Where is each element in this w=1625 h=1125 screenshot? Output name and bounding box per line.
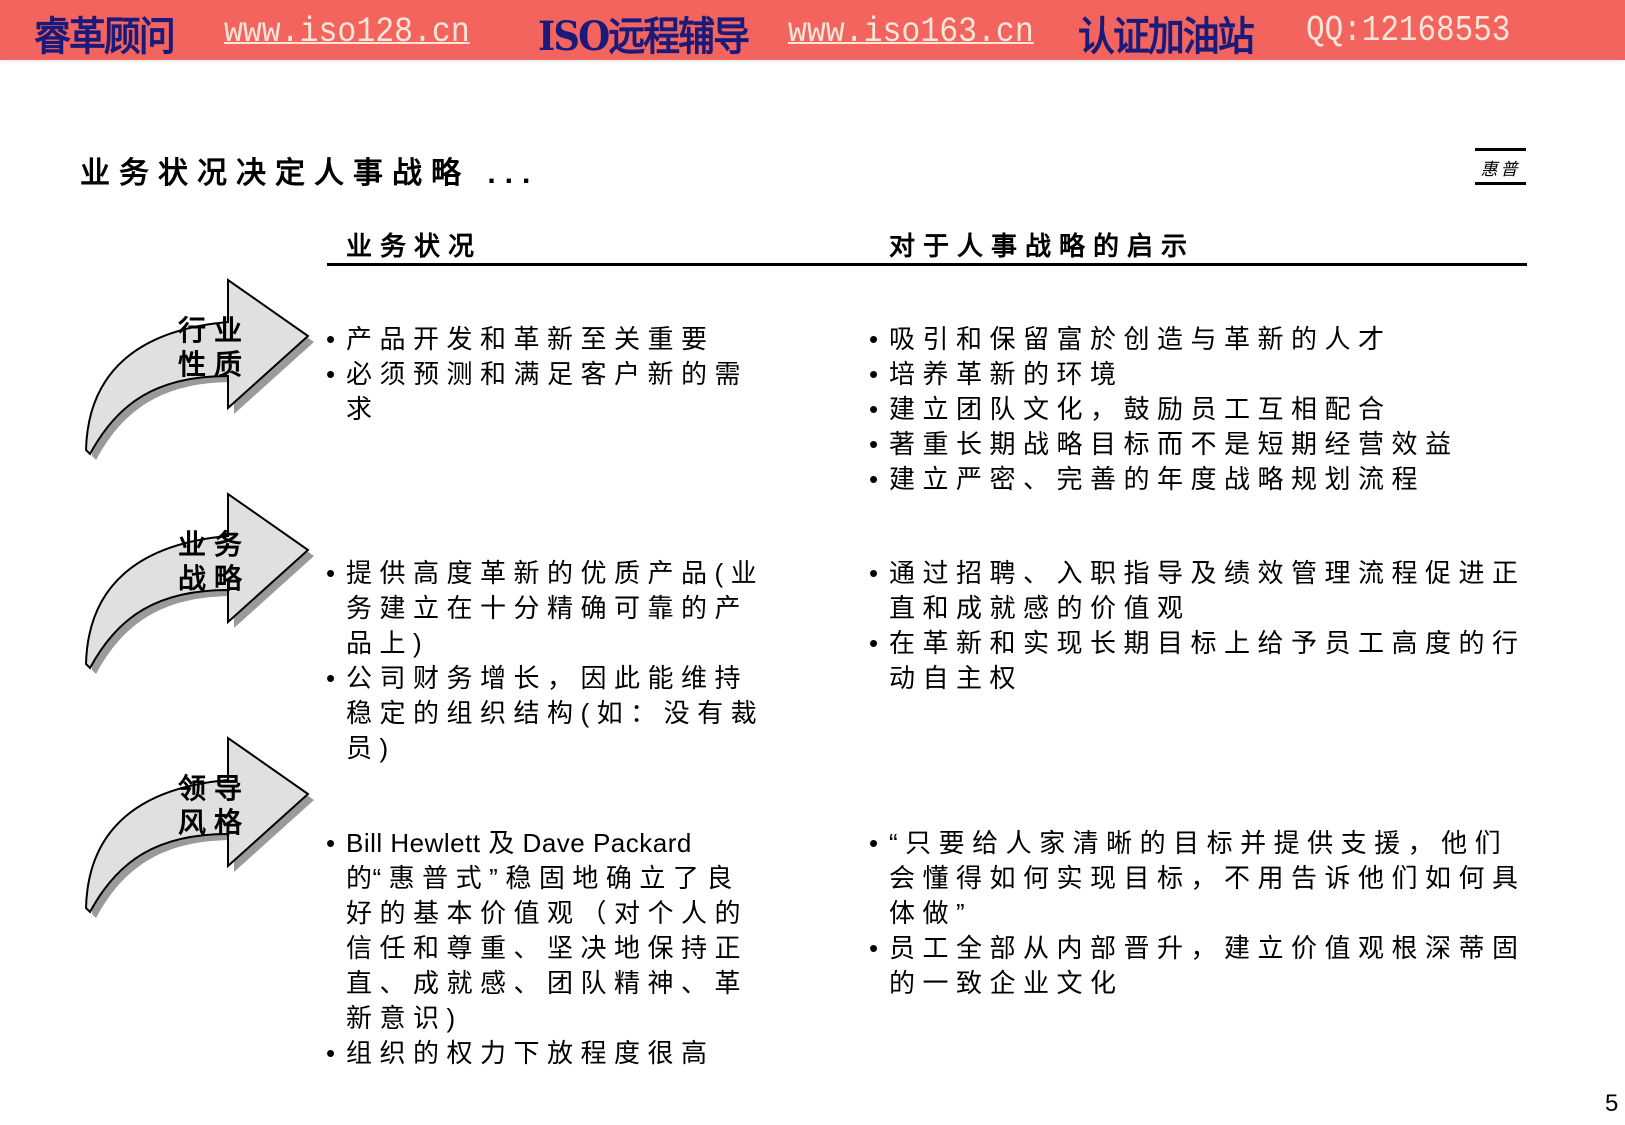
list-item: “只要给人家清晰的目标并提供支援，他们会懂得如何实现目标，不用告诉他们如何具体做… bbox=[869, 826, 1539, 931]
banner-qq-number: QQ:12168553 bbox=[1306, 10, 1511, 51]
arrow-business-strategy: 业务 战略 bbox=[78, 486, 318, 686]
list-item: 员工全部从内部晋升，建立价值观根深蒂固的一致企业文化 bbox=[869, 931, 1539, 1001]
list-item: Bill Hewlett 及 Dave Packard 的“惠普式”稳固地确立了… bbox=[326, 826, 766, 1036]
banner-brand-ruige: 睿革顾问 bbox=[34, 13, 176, 60]
list-item: 公司财务增长，因此能维持稳定的组织结构(如：没有裁员) bbox=[326, 661, 766, 766]
curved-arrow-icon bbox=[84, 278, 314, 460]
page-title: 业务状况决定人事战略 ... bbox=[80, 157, 540, 190]
list-item: 著重长期战略目标而不是短期经营效益 bbox=[869, 427, 1539, 462]
list-item: 吸引和保留富於创造与革新的人才 bbox=[869, 322, 1539, 357]
list-item: 提供高度革新的优质产品(业务建立在十分精确可靠的产品上) bbox=[326, 556, 766, 661]
list-item: 必须预测和满足客户新的需求 bbox=[326, 357, 766, 427]
implications-list-strategy: 通过招聘、入职指导及绩效管理流程促进正直和成就感的价值观 在革新和实现长期目标上… bbox=[869, 556, 1539, 696]
arrow-leadership-style: 领导 风格 bbox=[78, 730, 318, 930]
curved-arrow-icon bbox=[84, 492, 314, 674]
list-item: 培养革新的环境 bbox=[869, 357, 1539, 392]
list-item: 建立严密、完善的年度战略规划流程 bbox=[869, 462, 1539, 497]
business-list-strategy: 提供高度革新的优质产品(业务建立在十分精确可靠的产品上) 公司财务增长，因此能维… bbox=[326, 556, 766, 766]
page-number: 5 bbox=[1605, 1090, 1619, 1117]
list-item: 产品开发和革新至关重要 bbox=[326, 322, 766, 357]
banner-brand-cert-station: 认证加油站 bbox=[1078, 13, 1255, 60]
header-divider bbox=[327, 263, 1527, 266]
banner-link-iso163[interactable]: www.iso163.cn bbox=[788, 12, 1034, 52]
column-header-implications: 对于人事战略的启示 bbox=[889, 231, 1196, 261]
list-item: 建立团队文化，鼓励员工互相配合 bbox=[869, 392, 1539, 427]
arrow-industry-nature: 行业 性质 bbox=[78, 272, 318, 472]
banner-brand-iso-remote: ISO远程辅导 bbox=[538, 13, 750, 60]
source-tag: 惠普 bbox=[1475, 148, 1526, 185]
header-banner: 睿革顾问 www.iso128.cn ISO远程辅导 www.iso163.cn… bbox=[0, 0, 1625, 60]
curved-arrow-icon bbox=[84, 736, 314, 918]
list-item: 组织的权力下放程度很高 bbox=[326, 1036, 766, 1071]
business-list-industry: 产品开发和革新至关重要 必须预测和满足客户新的需求 bbox=[326, 322, 766, 427]
list-item: 在革新和实现长期目标上给予员工高度的行动自主权 bbox=[869, 626, 1539, 696]
arrow-label: 领导 风格 bbox=[178, 773, 251, 838]
business-list-leadership: Bill Hewlett 及 Dave Packard 的“惠普式”稳固地确立了… bbox=[326, 826, 766, 1071]
list-item: 通过招聘、入职指导及绩效管理流程促进正直和成就感的价值观 bbox=[869, 556, 1539, 626]
implications-list-leadership: “只要给人家清晰的目标并提供支援，他们会懂得如何实现目标，不用告诉他们如何具体做… bbox=[869, 826, 1539, 1001]
banner-link-iso128[interactable]: www.iso128.cn bbox=[224, 12, 470, 52]
list-item-en-prefix: Bill Hewlett 及 Dave Packard 的 bbox=[346, 828, 692, 893]
arrow-label: 行业 性质 bbox=[178, 315, 251, 380]
implications-list-industry: 吸引和保留富於创造与革新的人才 培养革新的环境 建立团队文化，鼓励员工互相配合 … bbox=[869, 322, 1539, 497]
arrow-label: 业务 战略 bbox=[178, 529, 251, 594]
column-header-business: 业务状况 bbox=[346, 231, 483, 261]
